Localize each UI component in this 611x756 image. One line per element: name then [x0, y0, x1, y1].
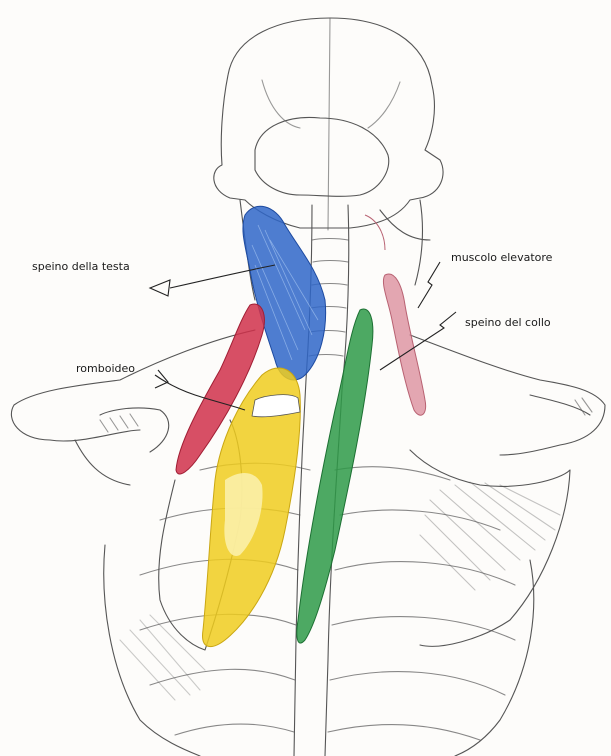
arrow-splenius-capitis	[150, 280, 170, 296]
label-levator-scapulae: muscolo elevatore	[451, 252, 552, 263]
skull-midline	[328, 18, 330, 230]
label-splenius-capitis: speino della testa	[32, 261, 130, 272]
leader-line-splenius-cervicis	[380, 312, 456, 370]
right-shoulder-outline	[410, 335, 605, 455]
right-scapula-outline	[410, 450, 570, 646]
leader-line-levator	[418, 262, 440, 308]
skull-inner-line	[255, 117, 389, 196]
label-splenius-cervicis: speino del collo	[465, 317, 551, 328]
label-rhomboid: romboideo	[76, 363, 135, 374]
